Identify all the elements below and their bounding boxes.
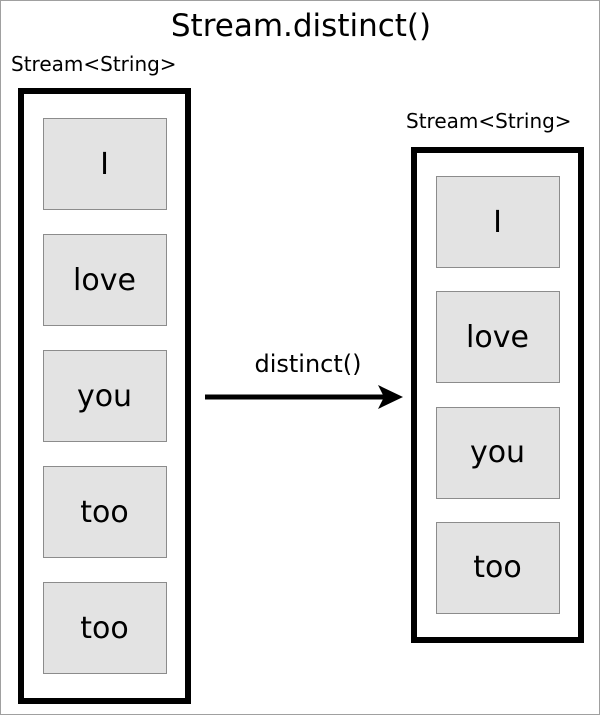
result-item-box: love: [435, 291, 560, 384]
source-item-box: too: [42, 582, 167, 674]
source-stream-label: Stream<String>: [11, 52, 177, 76]
source-item-box: you: [42, 350, 167, 442]
source-item-box: too: [42, 466, 167, 558]
source-item-box: love: [42, 234, 167, 326]
result-stream-container: I love you too: [411, 147, 584, 643]
operation-label: distinct(): [254, 350, 362, 378]
result-item-box: you: [435, 406, 560, 499]
result-stream-label: Stream<String>: [406, 109, 572, 133]
diagram-title: Stream.distinct(): [170, 8, 432, 44]
result-item-box: too: [435, 521, 560, 614]
result-item-box: I: [435, 176, 560, 269]
source-item-box: I: [42, 118, 167, 210]
source-stream-container: I love you too too: [18, 88, 191, 704]
distinct-arrow-icon: [205, 385, 403, 409]
